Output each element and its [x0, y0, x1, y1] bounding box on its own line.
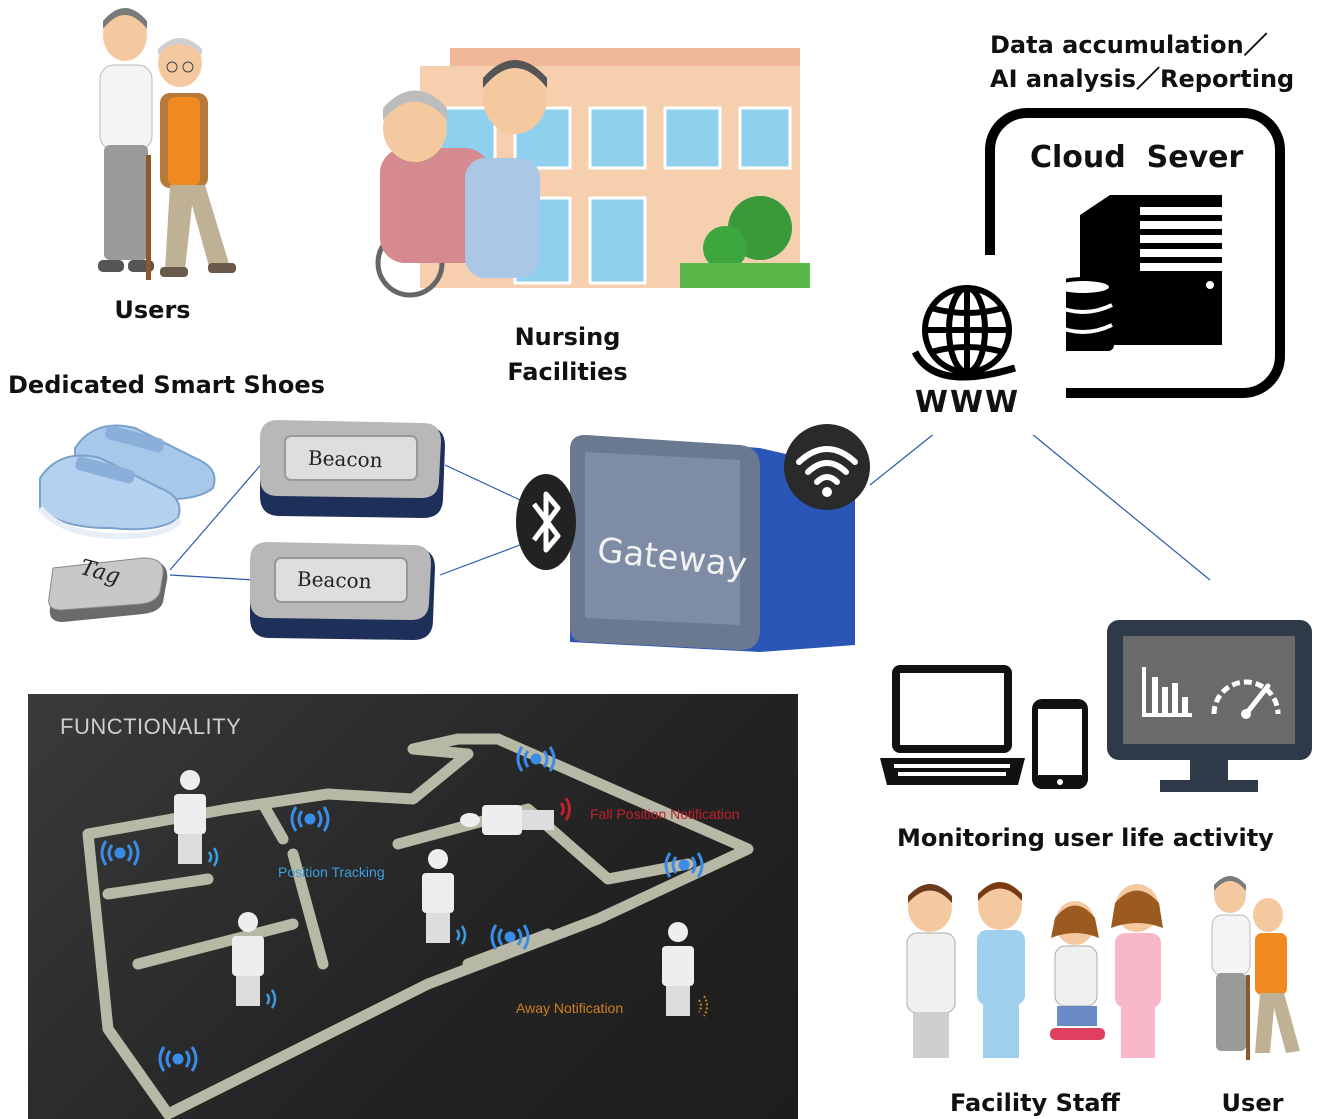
- beacon-bottom-label: Beacon: [296, 566, 372, 594]
- data-line1: Data accumulation／: [990, 31, 1268, 59]
- user-label: User: [1221, 1089, 1284, 1117]
- person-figure-3: [422, 849, 454, 943]
- signal-icon-6: [158, 1046, 198, 1072]
- smart-shoes-illustration: [37, 424, 216, 540]
- nursing-facility-illustration: [375, 48, 810, 298]
- fall-notification-label: Fall Position Notification: [590, 806, 740, 822]
- server-icon: [1080, 195, 1222, 345]
- link-wifi-www: [869, 424, 946, 486]
- signal-icon-5: [490, 924, 530, 950]
- tag-device: [48, 557, 168, 622]
- gauge-icon: [1211, 679, 1281, 719]
- person-figure-1: [174, 770, 206, 864]
- floor-plan: [82, 733, 754, 1119]
- laptop-icon: [880, 665, 1025, 785]
- facility-staff-label: Facility Staff: [950, 1089, 1120, 1117]
- monitoring-label: Monitoring user life activity: [897, 824, 1274, 852]
- fall-alert-icon: [559, 797, 571, 821]
- link-www-monitor: [1014, 419, 1211, 581]
- link-beacon-top-bt: [444, 464, 521, 501]
- data-line2: AI analysis／Reporting: [990, 65, 1295, 93]
- users-illustration: [98, 8, 236, 280]
- person-figure-2: [232, 912, 264, 1006]
- wave-icon-3: [455, 925, 467, 945]
- user-illustration: [1211, 876, 1300, 1060]
- smart-shoes-label: Dedicated Smart Shoes: [8, 371, 325, 399]
- bluetooth-icon: [516, 474, 576, 570]
- signal-icon-2: [290, 806, 330, 832]
- signal-icon-3: [516, 746, 556, 772]
- wave-icon-2: [265, 989, 277, 1009]
- bar-chart-icon: [1142, 667, 1192, 717]
- users-label: Users: [114, 296, 191, 324]
- wifi-icon: [784, 424, 870, 510]
- www-label: WWW: [914, 385, 1021, 420]
- gateway-device: [570, 435, 855, 652]
- functionality-title: FUNCTIONALITY: [60, 714, 242, 739]
- signal-icon-4: [664, 852, 704, 878]
- data-accumulation-label: Data accumulation／ AI analysis／Reporting: [990, 28, 1294, 96]
- fallen-person-figure: [460, 805, 554, 835]
- link-tag-beacon-bottom: [169, 574, 256, 581]
- database-icon: [1052, 277, 1114, 351]
- nursing-facilities-line2: Facilities: [507, 358, 628, 386]
- smartphone-icon: [1032, 699, 1088, 789]
- person-figure-4: [662, 922, 694, 1016]
- nursing-facilities-line1: Nursing: [514, 323, 621, 351]
- position-tracking-label: Position Tracking: [278, 864, 385, 880]
- nursing-facilities-label: Nursing Facilities: [480, 320, 655, 390]
- beacon-bottom-device: [250, 542, 435, 640]
- wave-icon-1: [207, 847, 219, 867]
- link-tag-beacon-top: [169, 459, 266, 571]
- facility-staff-illustration: [906, 882, 1163, 1058]
- away-alert-icon: [698, 995, 708, 1017]
- link-beacon-bottom-bt: [439, 544, 521, 576]
- functionality-panel: FUNCTIONALITY Fall Positio: [28, 694, 798, 1119]
- cloud-server-label: Cloud Sever: [1030, 140, 1244, 175]
- beacon-top-device: [260, 420, 445, 518]
- away-notification-label: Away Notification: [516, 1000, 624, 1016]
- globe-icon: [911, 285, 1017, 381]
- signal-icon-1: [100, 840, 140, 866]
- beacon-top-label: Beacon: [307, 445, 383, 473]
